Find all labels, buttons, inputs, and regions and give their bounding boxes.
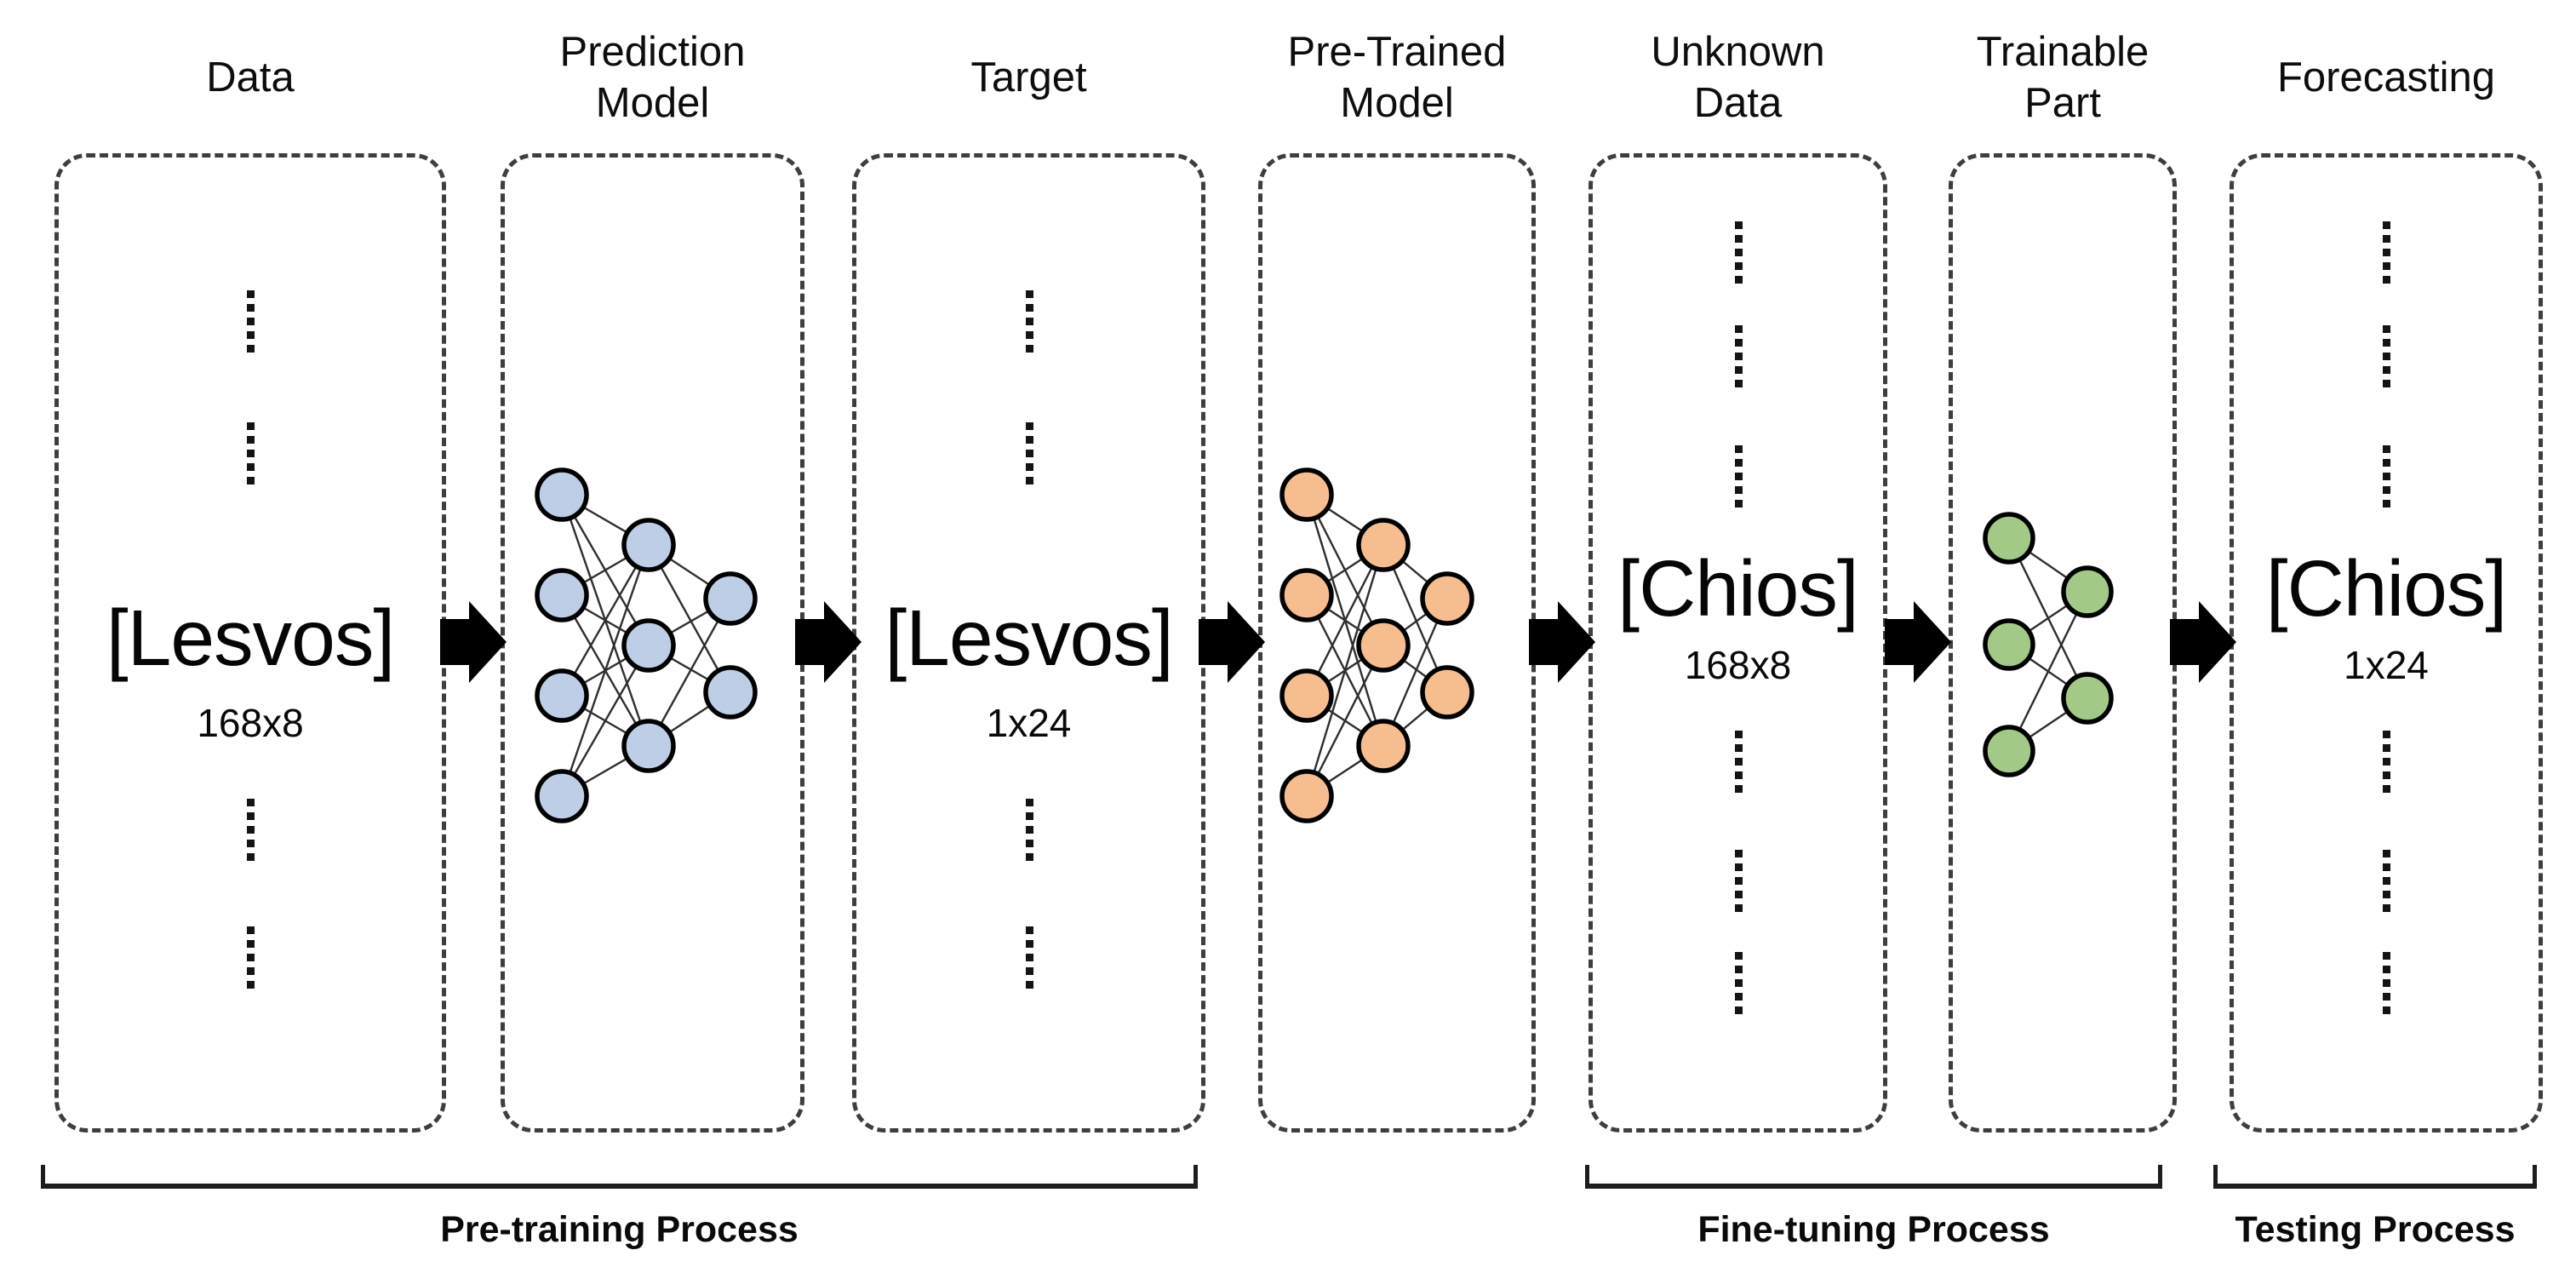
vertical-ellipsis-icon xyxy=(2383,445,2390,507)
neural-network-graphic-pre-trained-model xyxy=(1279,467,1474,823)
network-node xyxy=(1983,618,2035,671)
flow-arrow-icon-4 xyxy=(1529,601,1595,683)
dataset-dims: 1x24 xyxy=(2344,643,2429,687)
network-node xyxy=(1420,571,1474,626)
network-node xyxy=(703,665,758,720)
vertical-ellipsis-icon xyxy=(1734,731,1743,793)
vertical-ellipsis-icon xyxy=(1734,445,1743,507)
network-node xyxy=(535,568,589,622)
dataset-title: [Chios] xyxy=(1617,544,1858,633)
vertical-ellipsis-icon xyxy=(1025,422,1033,485)
vertical-ellipsis-icon xyxy=(247,290,255,353)
flow-arrow-icon-5 xyxy=(1885,601,1951,683)
vertical-ellipsis-icon xyxy=(2383,850,2390,912)
network-node xyxy=(1356,518,1411,572)
network-node xyxy=(703,571,758,626)
network-node xyxy=(535,467,589,522)
dataset-title: [Lesvos] xyxy=(884,593,1173,682)
vertical-ellipsis-icon xyxy=(1734,221,1743,284)
network-node xyxy=(621,618,676,673)
column-label-target: Target xyxy=(970,54,1087,101)
vertical-ellipsis-icon xyxy=(2383,221,2390,284)
network-node xyxy=(2061,565,2114,618)
flow-arrow-icon-2 xyxy=(795,601,862,683)
vertical-ellipsis-icon xyxy=(247,422,255,485)
column-label-unknown-data: Unknown Data xyxy=(1651,29,1825,126)
network-node xyxy=(1356,719,1411,773)
dataset-dims: 1x24 xyxy=(986,701,1072,745)
vertical-ellipsis-icon xyxy=(247,799,255,861)
vertical-ellipsis-icon xyxy=(1734,850,1743,912)
network-node xyxy=(1983,725,2035,777)
dataset-title: [Lesvos] xyxy=(106,593,395,682)
vertical-ellipsis-icon xyxy=(2383,731,2390,793)
column-label-trainable-part: Trainable Part xyxy=(1976,29,2150,126)
vertical-ellipsis-icon xyxy=(1734,952,1743,1014)
process-label-pre-training: Pre-training Process xyxy=(440,1209,799,1250)
network-node xyxy=(535,668,589,723)
flow-arrow-icon-3 xyxy=(1199,601,1265,683)
dataset-dims: 168x8 xyxy=(197,701,304,745)
column-label-prediction-model: Prediction Model xyxy=(559,29,746,126)
column-label-data: Data xyxy=(206,54,295,101)
dataset-dims: 168x8 xyxy=(1684,643,1792,687)
vertical-ellipsis-icon xyxy=(1734,325,1743,387)
network-node xyxy=(1420,665,1474,720)
network-node xyxy=(621,719,676,773)
neural-network-graphic-prediction-model xyxy=(535,467,758,823)
network-node xyxy=(1983,512,2035,565)
network-node xyxy=(1356,618,1411,673)
vertical-ellipsis-icon xyxy=(2383,325,2390,387)
vertical-ellipsis-icon xyxy=(1025,290,1033,353)
vertical-ellipsis-icon xyxy=(247,926,255,989)
network-node xyxy=(621,518,676,572)
vertical-ellipsis-icon xyxy=(2383,952,2390,1014)
flow-arrow-icon-6 xyxy=(2170,601,2236,683)
vertical-ellipsis-icon xyxy=(1025,926,1033,989)
network-node xyxy=(1279,568,1334,622)
network-node xyxy=(2061,672,2114,725)
process-label-fine-tuning: Fine-tuning Process xyxy=(1697,1209,2050,1250)
column-label-forecasting: Forecasting xyxy=(2276,54,2495,101)
network-node xyxy=(1279,769,1334,823)
network-node xyxy=(535,769,589,823)
process-label-testing: Testing Process xyxy=(2235,1209,2516,1250)
network-node xyxy=(1279,467,1334,522)
column-label-pre-trained-model: Pre-Trained Model xyxy=(1287,29,1507,126)
dataset-title: [Chios] xyxy=(2265,544,2507,633)
process-bracket-pre-training xyxy=(41,1165,1198,1189)
process-bracket-testing xyxy=(2213,1165,2537,1189)
network-node xyxy=(1279,668,1334,723)
neural-network-graphic-trainable-part xyxy=(1983,512,2114,777)
flow-arrow-icon-1 xyxy=(440,601,507,683)
vertical-ellipsis-icon xyxy=(1025,799,1033,861)
process-bracket-fine-tuning xyxy=(1585,1165,2162,1189)
